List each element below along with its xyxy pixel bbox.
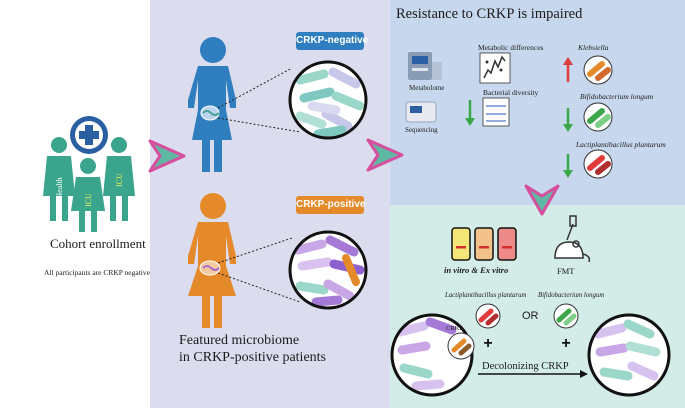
featured-caption-line2: in CRKP-positive patients <box>179 350 326 365</box>
metabolome-label: Metabolome <box>409 84 445 92</box>
bifidobacterium-bacteria-icon <box>583 102 613 132</box>
crkp-negative-badge: CRKP-negative <box>296 32 368 50</box>
lacto-treatment-label: Lactiplantibacillus plantarum <box>445 292 527 299</box>
sequencer-icon <box>405 101 437 123</box>
klebsiella-up-arrow-icon <box>563 57 573 82</box>
diversity-down-arrow-icon <box>465 100 475 126</box>
metabolic-plot-icon <box>479 52 511 84</box>
plus-sign-right: + <box>561 335 570 352</box>
zoom-lines <box>217 67 301 303</box>
cohort-arrow-icon <box>148 139 186 173</box>
crkp-label: CRKP <box>446 325 463 332</box>
person-icu-right-icon <box>103 137 135 221</box>
person-label-icu-right: ICU <box>115 173 124 187</box>
lactiplantibacillus-bacteria-icon <box>583 149 613 179</box>
gut-positive-icon <box>199 260 221 276</box>
colonized-microbiome-circle <box>390 313 474 397</box>
decolonize-arrow-icon <box>478 370 588 378</box>
mouse-syringe-icon <box>554 215 591 263</box>
tube-orange-icon <box>474 227 494 261</box>
resistance-title: Resistance to CRKP is impaired <box>396 6 583 22</box>
person-label-icu-left: ICU <box>84 193 93 207</box>
decolonized-microbiome-circle <box>587 313 671 397</box>
resistance-panel <box>390 0 685 205</box>
or-label: OR <box>522 310 539 322</box>
metabolome-instrument-icon <box>408 52 442 80</box>
diversity-plot-icon <box>482 97 510 127</box>
bacterial-diversity-label: Bacterial diversity <box>483 88 539 97</box>
positive-microbiome-circle <box>288 230 368 310</box>
lacto-bacteria-icon <box>475 303 501 329</box>
plus-sign-left: + <box>483 335 492 352</box>
person-label-health: Health <box>55 177 64 198</box>
middle-arrow-icon <box>366 138 404 172</box>
sequencing-label: Sequencing <box>405 126 438 134</box>
metabolic-differences-label: Metabolic differences <box>478 43 544 52</box>
bifidobacterium-label: Bifidobacterium longum <box>580 92 654 101</box>
person-icu-left-icon <box>71 158 105 232</box>
lactiplantibacillus-label: Lactiplantibacillus plantarum <box>576 140 666 149</box>
cohort-title: Cohort enrollment <box>50 236 146 251</box>
klebsiella-bacteria-icon <box>583 55 613 85</box>
tube-red-icon <box>497 227 517 261</box>
negative-microbiome-circle <box>288 60 368 140</box>
crkp-bacteria-icon <box>447 332 475 360</box>
gut-negative-icon <box>200 105 220 121</box>
down-arrow-icon <box>524 184 560 216</box>
hospital-cross-icon <box>70 116 108 154</box>
decolonizing-label: Decolonizing CRKP <box>482 361 569 372</box>
cohort-note: All participants are CRKP negative <box>44 268 150 277</box>
tube-yellow-icon <box>451 227 471 261</box>
crkp-positive-badge: CRKP-positive <box>296 196 365 214</box>
bifi-treatment-label: Bifidobacterium longum <box>538 292 605 299</box>
bifidobacterium-down-arrow-icon <box>563 108 573 132</box>
klebsiella-label: Klebsiella <box>578 43 609 52</box>
lactiplantibacillus-down-arrow-icon <box>563 154 573 178</box>
person-health-icon <box>43 137 75 221</box>
featured-caption: Featured microbiome in CRKP-positive pat… <box>179 332 326 366</box>
bifi-bacteria-icon <box>553 303 579 329</box>
in-vitro-label: in vitro & Ex vitro <box>444 265 509 275</box>
featured-caption-line1: Featured microbiome <box>179 333 300 348</box>
fmt-label: FMT <box>557 266 575 276</box>
